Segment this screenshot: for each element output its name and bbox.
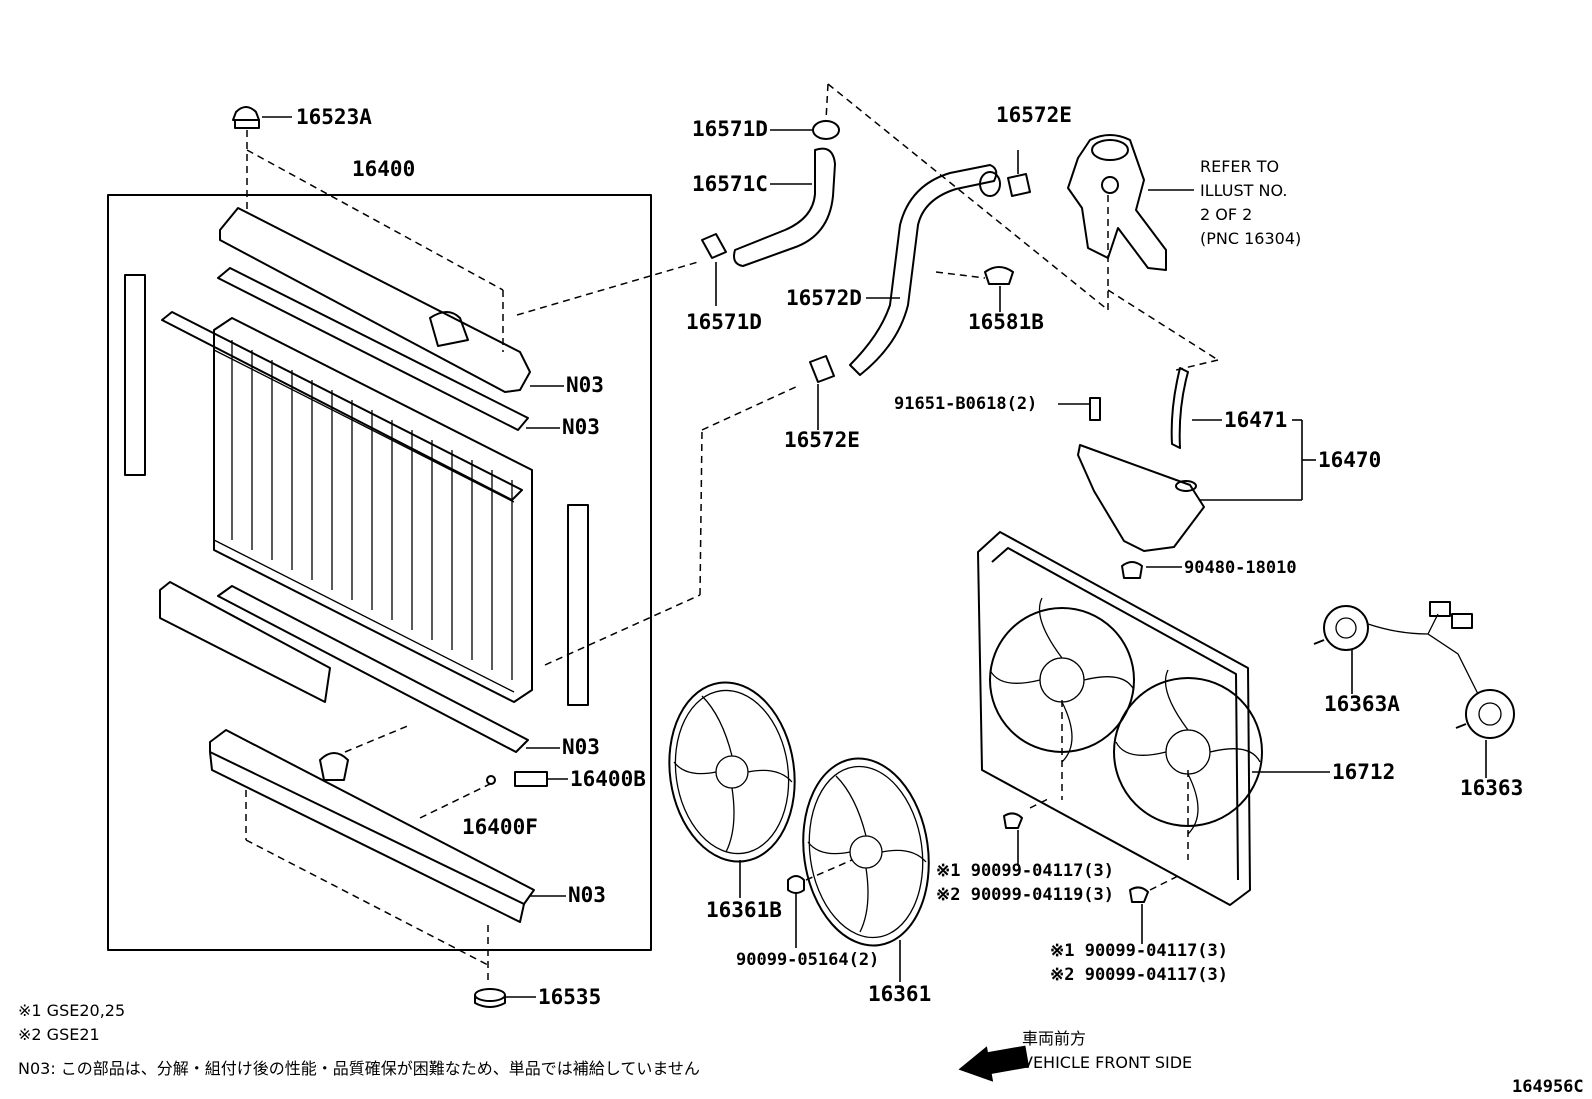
lower-seal [217,585,529,753]
lower-tank [209,724,535,985]
fan-motor-16363A [1313,601,1479,695]
refer-line-4: (PNC 16304) [1200,229,1301,248]
fan-16361 [802,757,930,982]
reservoir-tank-16470 [1058,367,1316,579]
label-16572E-bottom: 16572E [784,428,860,452]
label-16471: 16471 [1224,408,1287,432]
side-strip-right [567,504,589,706]
label-16400F: 16400F [462,815,538,839]
label-16571D-bottom: 16571D [686,310,762,334]
label-16363A: 16363A [1324,692,1400,716]
vehicle-front-arrow-icon [958,1045,1030,1082]
refer-line-3: 2 OF 2 [1200,205,1252,224]
label-bolt-b2: ※2 90099-04117(3) [1050,965,1228,985]
fan-shroud-16712 [977,531,1330,906]
fan-motor-16363 [1455,689,1515,778]
label-n03-3: N03 [562,735,600,759]
label-bolt-b1: ※1 90099-04117(3) [1050,941,1228,961]
label-16535: 16535 [538,985,601,1009]
water-outlet-housing [1067,134,1194,271]
label-16470: 16470 [1318,448,1381,472]
label-16400B: 16400B [570,767,646,791]
label-n03-2: N03 [562,415,600,439]
footnote-model-2: ※2 GSE21 [18,1025,100,1044]
upper-tank [219,149,531,393]
label-16572D: 16572D [786,286,862,310]
fan-16361B [668,681,796,898]
upper-strip [161,311,523,501]
nut-90099-05164 [787,859,853,948]
label-16571C: 16571C [692,172,768,196]
label-90099-05164: 90099-05164(2) [736,950,879,970]
label-bolt-a2: ※2 90099-04119(3) [936,885,1114,905]
lower-strip [159,581,331,703]
label-n03-1: N03 [566,373,604,397]
diagram-id: 164956C [1512,1077,1584,1097]
label-16581B: 16581B [968,310,1044,334]
radiator-assembly-frame [107,194,652,951]
radiator-core [213,317,801,703]
radiator-leaders [526,385,568,897]
label-n03-4: N03 [568,883,606,907]
label-16712: 16712 [1332,760,1395,784]
label-16363: 16363 [1460,776,1523,800]
lower-hose-16572D [809,150,1031,430]
label-16361: 16361 [868,982,931,1006]
footnote-model-1: ※1 GSE20,25 [18,1001,125,1020]
label-90480-18010: 90480-18010 [1184,558,1297,578]
label-16523A: 16523A [296,105,372,129]
radiator-cap-16523A [232,106,292,210]
cushion-16535 [474,988,536,1008]
refer-line-2: ILLUST NO. [1200,181,1287,200]
refer-line-1: REFER TO [1200,157,1279,176]
label-16361B: 16361B [706,898,782,922]
label-91651-B0618: 91651-B0618(2) [894,394,1037,414]
drain-cock-16400B [419,771,548,819]
guide-lines [825,83,1219,371]
label-16571D-top: 16571D [692,117,768,141]
footnote-n03: N03: この部品は、分解・組付け後の性能・品質確保が困難なため、単品では補給し… [18,1059,700,1078]
shroud-bolts [1003,797,1181,944]
vehicle-front-jp: 車両前方 [1022,1029,1086,1048]
vehicle-front-en: VEHICLE FRONT SIDE [1022,1053,1192,1072]
upper-seal [217,267,529,431]
side-strip-left [124,274,146,476]
label-16572E-top: 16572E [996,103,1072,127]
label-16400: 16400 [352,157,415,181]
upper-hose-16571C [516,120,840,316]
label-bolt-a1: ※1 90099-04117(3) [936,861,1114,881]
